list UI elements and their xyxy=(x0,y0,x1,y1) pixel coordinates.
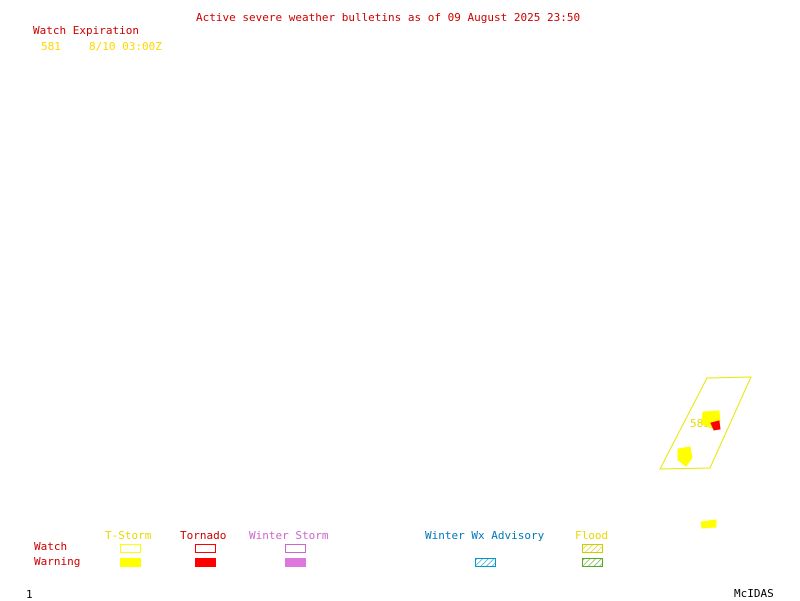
legend-header-tstorm: T-Storm xyxy=(105,529,152,542)
watch-expiration-header: Watch Expiration xyxy=(33,24,139,37)
tstorm-warning-polygon xyxy=(700,519,717,529)
bulletin-title: Active severe weather bulletins as of 09… xyxy=(196,11,581,24)
legend-row-watch: Watch xyxy=(34,540,68,553)
tstorm-watch-swatch xyxy=(120,544,141,553)
legend-row-warning: Warning xyxy=(34,555,81,568)
brand-label: McIDAS xyxy=(734,587,774,600)
tstorm-warning-polygon xyxy=(677,446,693,467)
legend-header-tornado: Tornado xyxy=(180,529,227,542)
tornado-warning-swatch xyxy=(195,558,216,567)
watch-expiration-number: 581 xyxy=(41,40,61,53)
tornado-warning-polygon xyxy=(710,420,721,431)
tornado-watch-swatch xyxy=(195,544,216,553)
tstorm-warning-swatch xyxy=(120,558,141,567)
watch-expiration-time: 8/10 03:00Z xyxy=(89,40,162,53)
watch-box-outline xyxy=(659,376,752,470)
flood-watch-swatch xyxy=(582,544,603,553)
legend-header-flood: Flood xyxy=(575,529,609,542)
winterwx-warning-swatch xyxy=(475,558,496,567)
legend-header-winter-wx-advisory: Winter Wx Advisory xyxy=(425,529,545,542)
winterstorm-warning-swatch xyxy=(285,558,306,567)
legend-header-winter-storm: Winter Storm xyxy=(249,529,329,542)
flood-warning-swatch xyxy=(582,558,603,567)
winterstorm-watch-swatch xyxy=(285,544,306,553)
page-number: 1 xyxy=(26,588,33,601)
